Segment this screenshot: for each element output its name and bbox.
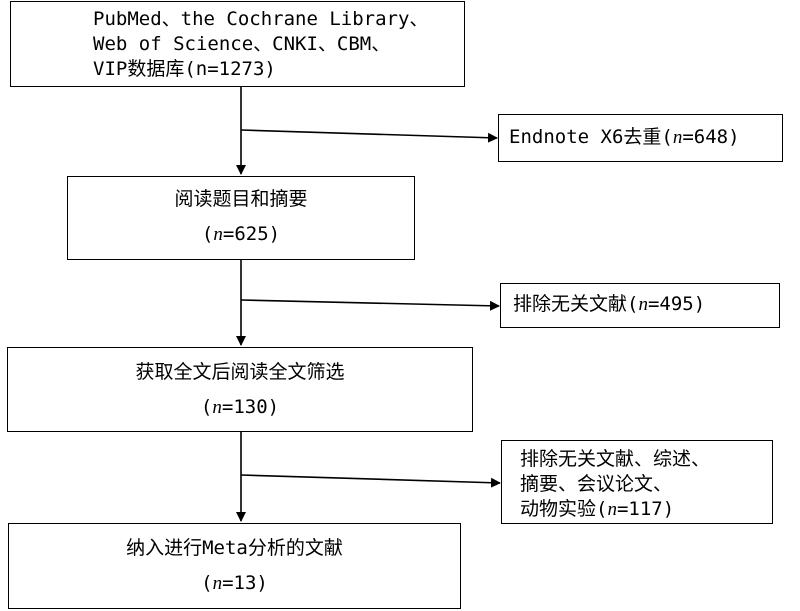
dedup-count: =648) <box>682 126 740 148</box>
included-box: 纳入进行Meta分析的文献 (n=13) <box>8 523 461 609</box>
included-n-symbol: n <box>212 573 223 594</box>
search-sources-box: PubMed、the Cochrane Library、 Web of Scie… <box>10 1 465 87</box>
exclude-irrelevant-count: =495) <box>647 293 706 315</box>
fulltext-open: ( <box>200 396 213 418</box>
exclude-irrelevant-label: 排除无关文献( <box>513 293 639 315</box>
exclude-irrelevant-n-symbol: n <box>638 294 648 315</box>
arrow-to-exclude1 <box>240 299 500 311</box>
arrow-to-exclude2 <box>240 474 501 488</box>
title-abstract-box: 阅读题目和摘要 (n=625) <box>67 176 415 260</box>
included-count: =13) <box>222 572 268 594</box>
title-abstract-n-symbol: n <box>213 224 223 245</box>
included-label: 纳入进行Meta分析的文献 <box>126 537 343 559</box>
fulltext-count: =130) <box>221 396 280 418</box>
dedup-label: Endnote X6去重( <box>509 126 673 148</box>
fulltext-n-symbol: n <box>212 397 222 418</box>
fulltext-box: 获取全文后阅读全文筛选 (n=130) <box>7 347 473 432</box>
title-abstract-count: =625) <box>222 223 281 245</box>
dedup-n-symbol: n <box>672 127 683 148</box>
title-abstract-open: ( <box>201 223 214 245</box>
fulltext-label: 获取全文后阅读全文筛选 <box>135 361 345 383</box>
exclude-other-line-2: 摘要、会议论文、 <box>520 473 673 495</box>
exclude-other-count: =117) <box>616 498 675 520</box>
title-abstract-label: 阅读题目和摘要 <box>174 188 308 210</box>
search-sources-line-1: PubMed、the Cochrane Library、 <box>93 8 429 30</box>
exclude-irrelevant-box: 排除无关文献(n=495) <box>500 283 780 328</box>
exclude-other-box: 排除无关文献、综述、 摘要、会议论文、 动物实验(n=117) <box>501 440 773 524</box>
exclude-other-line-3: 动物实验( <box>520 498 608 520</box>
search-sources-line-3: VIP数据库(n=1273) <box>93 58 276 80</box>
arrow-to-dedup <box>240 129 498 143</box>
included-open: ( <box>201 572 213 594</box>
search-sources-line-2: Web of Science、CNKI、CBM、 <box>93 33 391 55</box>
dedup-box: Endnote X6去重(n=648) <box>498 114 783 162</box>
exclude-other-line-1: 排除无关文献、综述、 <box>520 448 711 470</box>
exclude-other-n-symbol: n <box>607 499 617 520</box>
